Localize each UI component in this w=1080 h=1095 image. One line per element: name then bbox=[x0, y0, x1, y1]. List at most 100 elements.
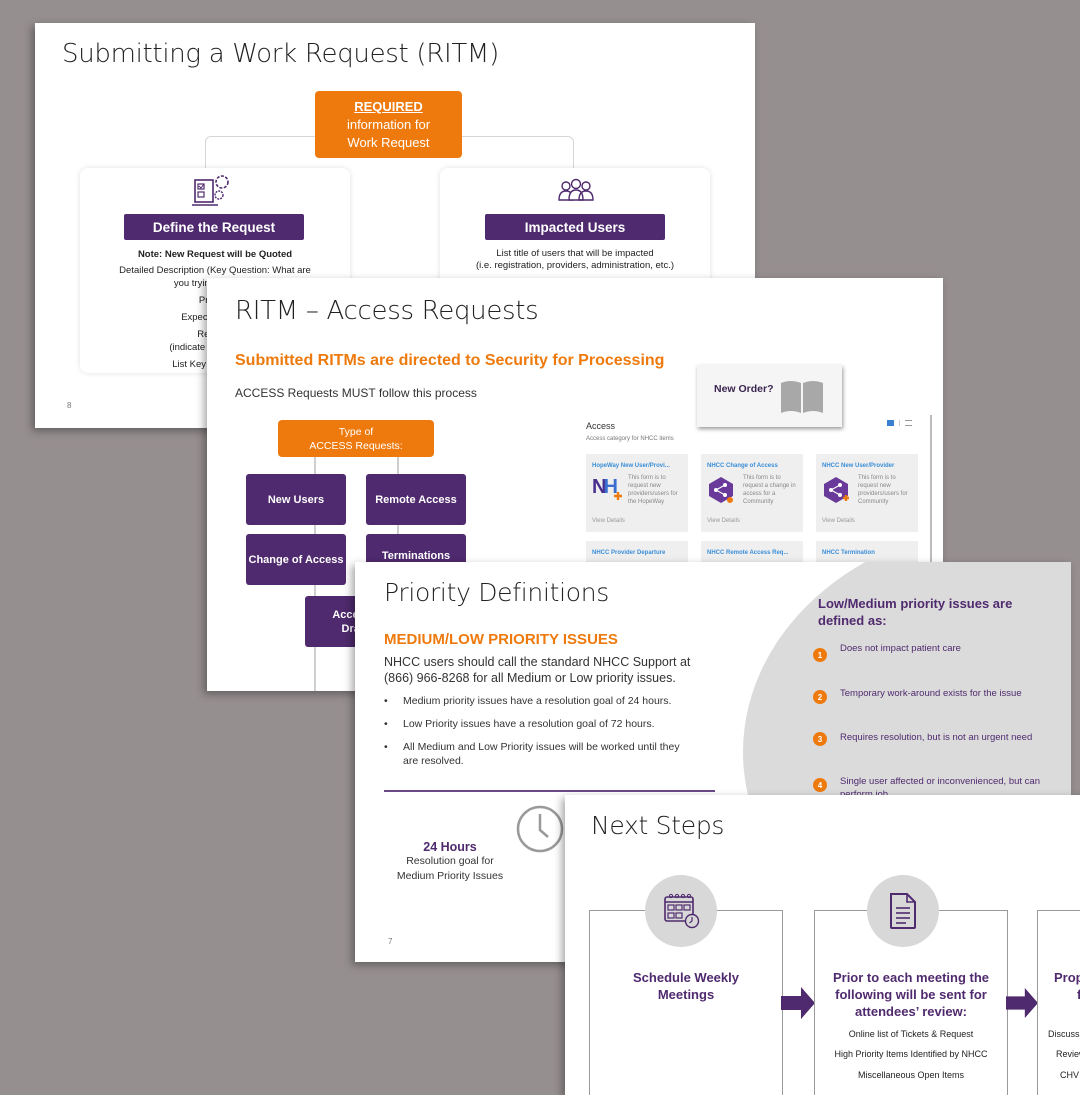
catalog-description: Access category for NHCC items bbox=[586, 436, 674, 442]
tile-title[interactable]: NHCC Provider Departure bbox=[592, 550, 666, 556]
definition-item: Single user affected or inconvenienced, … bbox=[840, 776, 1040, 800]
step-item: High Priority Items Identified by NHCC bbox=[834, 1049, 988, 1059]
bullet-item: Medium priority issues have a resolution… bbox=[384, 694, 685, 708]
detail-line: Detailed Description (Key Question: What… bbox=[119, 265, 311, 276]
step-heading-line: attendees’ review: bbox=[855, 1004, 967, 1019]
share-hexagon-icon bbox=[709, 477, 733, 503]
step-heading-line: Prior to each meeting the bbox=[832, 970, 990, 985]
goal-block: 24 Hours Resolution goal for Medium Prio… bbox=[375, 840, 525, 884]
step-heading-line: Prop bbox=[1054, 970, 1080, 985]
document-icon bbox=[890, 893, 916, 929]
arrow-right-icon bbox=[1006, 987, 1038, 1019]
nh-logo-icon: NH bbox=[592, 476, 622, 500]
bullet-text: Low Priority issues have a resolution go… bbox=[403, 718, 655, 730]
new-order-label: New Order? bbox=[714, 383, 774, 395]
step-heading-line: Schedule Weekly bbox=[633, 970, 739, 985]
step-item: Online list of Tickets & Request bbox=[848, 1029, 974, 1039]
slide-title: RITM – Access Requests bbox=[235, 296, 539, 326]
view-details-link[interactable]: View Details bbox=[592, 518, 625, 524]
access-catalog-panel: Access Access category for NHCC items Ho… bbox=[580, 415, 932, 619]
list-view-icon[interactable] bbox=[905, 420, 912, 426]
bullet-item: Low Priority issues have a resolution go… bbox=[384, 717, 685, 731]
catalog-tile[interactable]: HopeWay New User/Provi... NH This form i… bbox=[586, 454, 688, 532]
impacted-users-details: List title of users that will be impacte… bbox=[440, 248, 710, 272]
step-item: Discuss bbox=[1048, 1029, 1080, 1039]
number-badge-2: 2 bbox=[813, 690, 827, 704]
access-type-box: Type of ACCESS Requests: bbox=[278, 420, 434, 457]
step-heading: Prior to each meeting the following will… bbox=[815, 969, 1007, 1020]
intro-text: NHCC users should call the standard NHCC… bbox=[384, 654, 690, 686]
define-request-heading: Define the Request bbox=[124, 214, 304, 240]
slide-title: Submitting a Work Request (RITM) bbox=[62, 39, 499, 69]
detail-line: List title of users that will be impacte… bbox=[496, 248, 654, 259]
view-toggle bbox=[887, 420, 912, 426]
tile-description: This form is to request a change in acce… bbox=[743, 475, 796, 505]
clock-icon bbox=[516, 805, 564, 853]
definition-item: Temporary work-around exists for the iss… bbox=[840, 688, 1022, 699]
step-heading-line: fo bbox=[1077, 987, 1080, 1002]
section-subtitle: Submitted RITMs are directed to Security… bbox=[235, 352, 665, 369]
tile-title[interactable]: NHCC Change of Access bbox=[707, 463, 778, 469]
divider bbox=[384, 790, 715, 792]
form-settings-icon bbox=[192, 175, 229, 206]
definition-item: Does not impact patient care bbox=[840, 643, 961, 654]
page-number: 8 bbox=[67, 401, 72, 410]
tile-title[interactable]: NHCC Remote Access Req... bbox=[707, 550, 789, 556]
tile-title[interactable]: HopeWay New User/Provi... bbox=[592, 463, 670, 469]
goal-value: 24 Hours bbox=[423, 840, 477, 854]
tile-description: This form is to request new providers/us… bbox=[858, 475, 908, 505]
step-heading: Schedule Weekly Meetings bbox=[590, 969, 782, 1003]
bullet-item: All Medium and Low Priority issues will … bbox=[384, 740, 695, 768]
intro-line: (866) 966-8268 for all Medium or Low pri… bbox=[384, 671, 676, 685]
impacted-users-heading: Impacted Users bbox=[485, 214, 665, 240]
users-group-icon bbox=[558, 178, 594, 201]
type-line2: ACCESS Requests: bbox=[309, 439, 403, 452]
required-line2: information for bbox=[346, 116, 431, 132]
goal-line: Medium Priority Issues bbox=[396, 870, 504, 882]
section-heading: MEDIUM/LOW PRIORITY ISSUES bbox=[384, 631, 618, 648]
step-heading-line: Meetings bbox=[657, 987, 715, 1002]
open-book-icon bbox=[781, 381, 823, 413]
goal-line: Resolution goal for bbox=[406, 855, 494, 867]
step-heading: Prop fo bbox=[1002, 969, 1080, 1003]
step-icon-circle bbox=[645, 875, 717, 947]
impacted-users-card: Impacted Users List title of users that … bbox=[440, 168, 710, 288]
number-badge-4: 4 bbox=[813, 778, 827, 792]
number-badge-1: 1 bbox=[813, 648, 827, 662]
detail-line: (i.e. registration, providers, administr… bbox=[476, 260, 674, 271]
request-type-new-users: New Users bbox=[246, 474, 346, 525]
slide-submitting-work-request[interactable]: Submitting a Work Request (RITM) REQUIRE… bbox=[35, 23, 755, 428]
arrow-right-icon bbox=[781, 987, 815, 1019]
view-details-link[interactable]: View Details bbox=[707, 518, 740, 524]
quote-note: Note: New Request will be Quoted bbox=[137, 249, 293, 260]
slide-title: Next Steps bbox=[591, 811, 725, 840]
panel-heading-line: Low/Medium priority issues are bbox=[818, 596, 1013, 611]
catalog-tile[interactable]: NHCC Change of Access This form is to re… bbox=[701, 454, 803, 532]
intro-line: NHCC users should call the standard NHCC… bbox=[384, 655, 691, 669]
panel-heading-line: defined as: bbox=[818, 613, 887, 628]
new-order-callout: New Order? bbox=[697, 365, 842, 427]
request-type-remote-access: Remote Access bbox=[366, 474, 466, 525]
tile-title[interactable]: NHCC Termination bbox=[822, 550, 875, 556]
view-details-link[interactable]: View Details bbox=[822, 518, 855, 524]
panel-heading: Low/Medium priority issues are defined a… bbox=[818, 595, 1012, 629]
definition-item: Requires resolution, but is not an urgen… bbox=[840, 732, 1033, 743]
number-badge-3: 3 bbox=[813, 732, 827, 746]
calendar-clock-icon bbox=[664, 893, 700, 929]
step-item: Miscellaneous Open Items bbox=[857, 1070, 965, 1080]
catalog-tile[interactable]: NHCC New User/Provider This form is to r… bbox=[816, 454, 918, 532]
step-item: CHV bbox=[1060, 1070, 1080, 1080]
tile-title[interactable]: NHCC New User/Provider bbox=[822, 463, 895, 469]
bullet-text: Medium priority issues have a resolution… bbox=[403, 695, 672, 707]
slide-next-steps[interactable]: Next Steps Schedule Weekly Meetings Prio… bbox=[565, 795, 1080, 1095]
step-item: Review bbox=[1056, 1049, 1080, 1059]
share-hexagon-icon bbox=[824, 477, 849, 503]
step-box-3: Prop fo Discuss Review CHV bbox=[1037, 910, 1080, 1095]
required-info-box: REQUIRED information for Work Request bbox=[315, 91, 462, 158]
step-icon-circle bbox=[867, 875, 939, 947]
type-line1: Type of bbox=[338, 425, 374, 438]
intro-text: ACCESS Requests MUST follow this process bbox=[235, 386, 477, 400]
step-heading-line: following will be sent for bbox=[835, 987, 987, 1002]
request-type-change-of-access: Change of Access bbox=[246, 534, 346, 585]
grid-view-icon[interactable] bbox=[887, 420, 894, 426]
